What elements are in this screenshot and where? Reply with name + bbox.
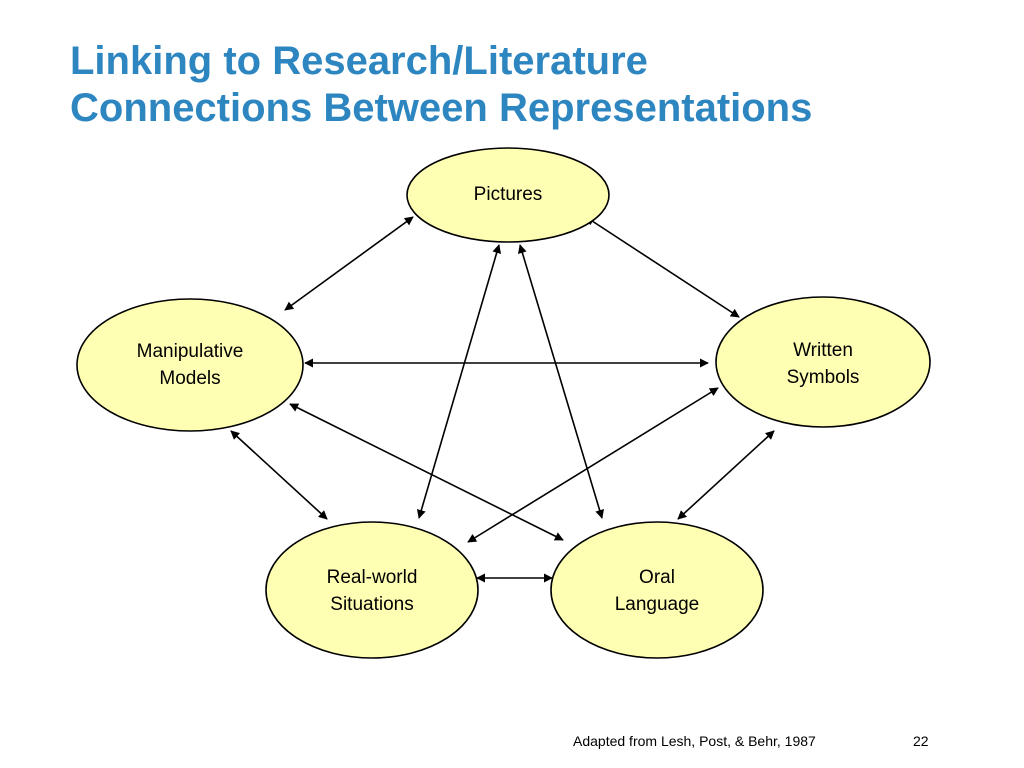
node-label-oral-line-2: Language	[615, 594, 700, 615]
node-label-realworld-line-2: Situations	[330, 594, 413, 615]
node-label-manipulative-line-1: Manipulative	[137, 341, 244, 362]
node-label-manipulative-line-2: Models	[159, 368, 220, 389]
node-label-written-line-1: Written	[793, 340, 853, 361]
connector-manipulative-realworld	[230, 430, 328, 520]
node-ellipse-pictures	[406, 147, 610, 243]
slide-title: Linking to Research/Literature Connectio…	[70, 38, 812, 132]
slide-title-line-2: Connections Between Representations	[70, 86, 813, 130]
page-number: 22	[913, 733, 929, 749]
node-ellipse-realworld	[265, 521, 479, 659]
node-label-oral-line-1: Oral	[639, 567, 675, 588]
connector-pictures-oral	[518, 244, 604, 519]
node-ellipse-written	[715, 296, 931, 428]
node-label-pictures-line-1: Pictures	[474, 184, 543, 205]
node-label-realworld-line-1: Real-world	[327, 567, 418, 588]
node-pictures: Pictures	[406, 147, 610, 243]
slide-title-line-1: Linking to Research/Literature	[70, 39, 648, 83]
connector-pictures-written	[585, 216, 740, 318]
node-ellipse-manipulative	[76, 298, 304, 432]
connector-written-realworld	[467, 387, 719, 543]
node-ellipse-oral	[550, 521, 764, 659]
node-label-written-line-2: Symbols	[787, 367, 860, 388]
citation-text: Adapted from Lesh, Post, & Behr, 1987	[573, 733, 816, 749]
connector-pictures-realworld	[416, 244, 502, 519]
connector-written-oral	[677, 430, 775, 520]
connector-manipulative-oral	[289, 403, 564, 541]
connections-layer	[230, 216, 775, 583]
connector-pictures-manipulative	[284, 216, 414, 311]
